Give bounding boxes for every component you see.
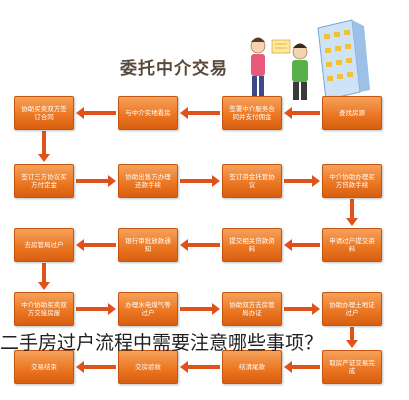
diagram-title-wrap: 委托中介交易 <box>120 54 228 79</box>
arrow-13 <box>76 303 116 315</box>
arrow-14 <box>180 303 220 315</box>
arrow-8 <box>346 199 358 226</box>
person-left-illustration <box>250 37 266 96</box>
step-box-r2c4: 中介协助办理买方贷款手续 <box>322 164 382 198</box>
arrow-3 <box>76 107 116 119</box>
step-box-r3c1: 去房管局过户 <box>14 228 74 262</box>
document-illustration <box>271 39 291 54</box>
step-box-r3c3: 提交相关贷款资料 <box>222 228 282 262</box>
step-box-r1c4: 查找房源 <box>322 96 382 130</box>
caption-text: 二手房过户流程中需要注意哪些事项？ <box>0 332 324 354</box>
step-box-r5c4: 取房产证交易完成 <box>322 350 382 384</box>
step-box-r5c1: 交易结束 <box>14 350 74 384</box>
arrow-6 <box>180 175 220 187</box>
arrow-1 <box>284 107 320 119</box>
step-box-r1c2: 与中介实地看房 <box>118 96 178 130</box>
arrow-10 <box>180 239 220 251</box>
step-box-r4c4: 协助办理土地证过户 <box>322 292 382 326</box>
step-box-r2c1: 签订三方协议买方付定金 <box>14 164 74 198</box>
step-box-r4c3: 协助双方去房管局办证 <box>222 292 282 326</box>
arrow-5 <box>76 175 116 187</box>
building-illustration <box>317 19 370 101</box>
step-box-r4c2: 办理水电煤气等过户 <box>118 292 178 326</box>
step-box-r1c1: 协助买卖双方签订合同 <box>14 96 74 130</box>
arrow-16 <box>346 327 358 348</box>
arrow-7 <box>284 175 320 187</box>
person-right-illustration <box>292 43 308 100</box>
step-box-r5c2: 交房验收 <box>118 350 178 384</box>
arrow-19 <box>76 361 116 373</box>
arrow-11 <box>76 239 116 251</box>
arrow-18 <box>180 361 220 373</box>
arrow-15 <box>284 303 320 315</box>
step-box-r3c2: 银行审批放款通知 <box>118 228 178 262</box>
step-box-r1c3: 签署中介服务合同并支付佣金 <box>222 96 282 130</box>
step-box-r3c4: 申请过户提交资料 <box>322 228 382 262</box>
arrow-4 <box>38 131 50 162</box>
arrow-17 <box>284 361 320 373</box>
step-box-r5c3: 结清尾款 <box>222 350 282 384</box>
arrow-2 <box>180 107 220 119</box>
step-box-r4c1: 中介协助买卖双方交接房屋 <box>14 292 74 326</box>
arrow-9 <box>284 239 320 251</box>
diagram-title: 委托中介交易 <box>120 59 228 79</box>
step-box-r2c3: 签订资金托管协议 <box>222 164 282 198</box>
step-box-r2c2: 协助出售方办理还款手续 <box>118 164 178 198</box>
arrow-12 <box>38 263 50 290</box>
